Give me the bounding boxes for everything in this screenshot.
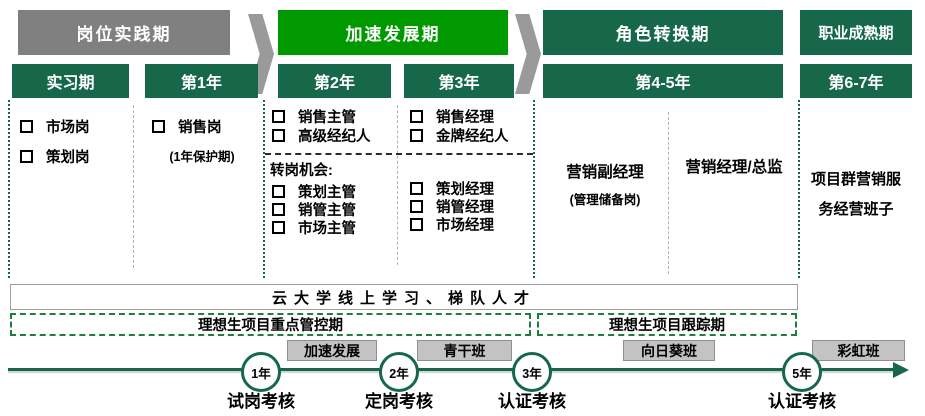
class-box-sunflower: 向日葵班 (623, 340, 715, 361)
checkbox-icon (410, 110, 423, 123)
milestone-circle-year1: 1年 (241, 352, 281, 392)
sub-column-divider (397, 105, 398, 265)
mature-role-line2: 务经营班子 (818, 201, 894, 218)
list-item: 销管经理 (410, 196, 494, 217)
checkbox-icon (410, 129, 423, 142)
role-label: 市场主管 (298, 221, 356, 237)
online-learning-band: 云大学线上学习、梯队人才 (10, 284, 798, 310)
list-item: 策划经理 (410, 178, 494, 199)
class-box-acceleration: 加速发展 (287, 340, 377, 361)
period-internship: 实习期 (12, 64, 129, 98)
tracking-band: 理想生项目跟踪期 (537, 313, 797, 336)
list-item: 销售经理 (410, 106, 494, 127)
checkbox-icon (410, 200, 423, 213)
exam-label-certification-1: 认证考核 (498, 392, 566, 411)
role-label: 销售主管 (298, 110, 356, 126)
role-label: 策划经理 (436, 182, 494, 198)
transfer-section-divider (265, 153, 533, 155)
milestone-circle-year3: 3年 (512, 352, 552, 392)
key-control-band: 理想生项目重点管控期 (10, 313, 531, 336)
checkbox-icon (272, 129, 285, 142)
list-item: 策划岗 (20, 146, 90, 167)
checkbox-icon (272, 185, 285, 198)
class-box-rainbow: 彩虹班 (812, 340, 905, 361)
role-label: 销管经理 (436, 200, 494, 216)
list-item: 金牌经纪人 (410, 125, 509, 146)
transfer-title: 转岗机会: (270, 163, 333, 179)
milestone-circle-year5: 5年 (782, 352, 822, 392)
column-divider (798, 100, 800, 278)
stage-header-maturity: 职业成熟期 (800, 10, 912, 55)
stage-header-practice: 岗位实践期 (18, 10, 230, 55)
reserve-note: (管理储备岗) (569, 193, 641, 207)
role-title-manager-director: 营销经理/总监 (685, 159, 783, 176)
role-title-deputy-manager: 营销副经理 (566, 164, 644, 181)
checkbox-icon (272, 203, 285, 216)
class-box-qinggan: 青干班 (417, 340, 512, 361)
column-divider (8, 100, 10, 278)
period-year3: 第3年 (404, 64, 514, 98)
column-divider (533, 100, 535, 278)
period-year6-7: 第6-7年 (800, 64, 912, 98)
timeline-arrowhead-icon (893, 362, 909, 378)
exam-label-placement: 定岗考核 (365, 392, 433, 411)
exam-label-certification-2: 认证考核 (768, 392, 836, 411)
list-item: 市场经理 (410, 214, 494, 235)
list-item: 策划主管 (272, 181, 356, 202)
list-item: 销管主管 (272, 199, 356, 220)
role-label: 策划岗 (46, 150, 90, 166)
checkbox-icon (20, 120, 33, 133)
role-label: 销售岗 (178, 120, 222, 136)
column-divider (263, 100, 265, 278)
sub-column-divider (133, 105, 134, 268)
protection-note: (1年保护期) (169, 150, 235, 164)
mature-role-line1: 项目群营销服 (810, 171, 901, 188)
list-item: 销售岗 (152, 116, 222, 137)
stage-header-role-change: 角色转换期 (543, 10, 783, 55)
checkbox-icon (410, 182, 423, 195)
period-year4-5: 第4-5年 (543, 64, 783, 98)
period-year2: 第2年 (278, 64, 391, 98)
list-item: 市场岗 (20, 116, 90, 137)
checkbox-icon (410, 218, 423, 231)
flow-arrow-icon (515, 14, 541, 94)
role-label: 市场经理 (436, 218, 494, 234)
list-item: 销售主管 (272, 106, 356, 127)
timeline-axis (8, 368, 896, 371)
role-label: 销管主管 (298, 203, 356, 219)
exam-label-trial: 试岗考核 (227, 392, 295, 411)
list-item: 高级经纪人 (272, 125, 371, 146)
role-label: 销售经理 (436, 110, 494, 126)
stage-header-acceleration: 加速发展期 (278, 10, 508, 55)
checkbox-icon (272, 221, 285, 234)
period-year1: 第1年 (145, 64, 258, 98)
role-label: 市场岗 (46, 120, 90, 136)
milestone-circle-year2: 2年 (379, 352, 419, 392)
mature-role-text: 项目群营销服 务经营班子 (799, 165, 913, 225)
role-label: 策划主管 (298, 185, 356, 201)
role-label: 高级经纪人 (298, 129, 371, 145)
role-label: 金牌经纪人 (436, 129, 509, 145)
checkbox-icon (272, 110, 285, 123)
checkbox-icon (20, 150, 33, 163)
checkbox-icon (152, 120, 165, 133)
list-item: 市场主管 (272, 217, 356, 238)
sub-column-divider (668, 112, 669, 274)
